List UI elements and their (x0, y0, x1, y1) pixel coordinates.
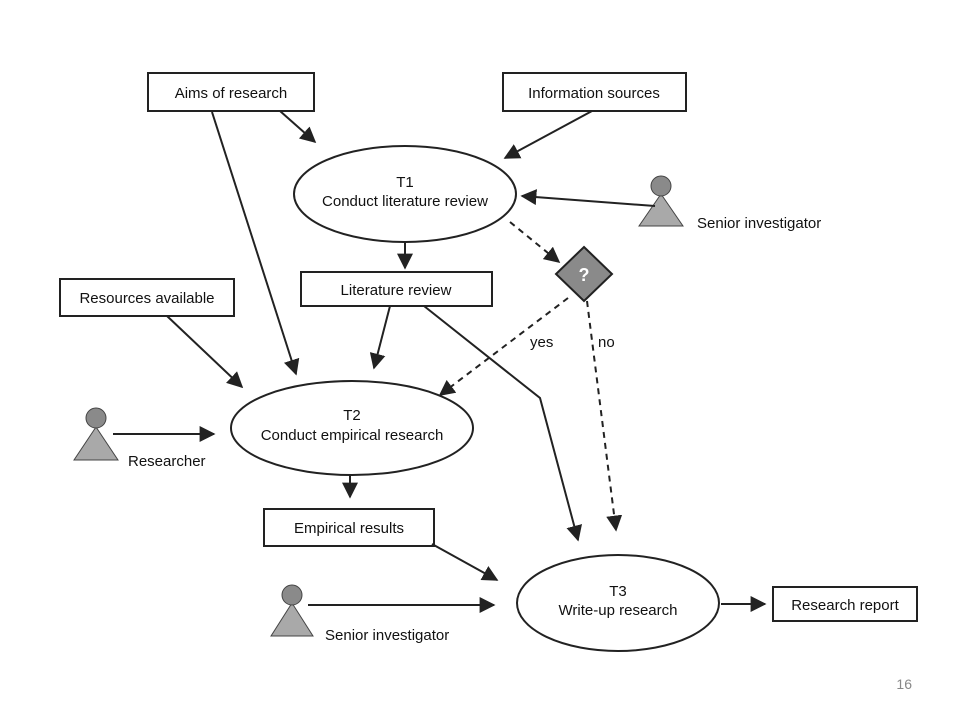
task-t1-id: T1 (396, 174, 414, 191)
research-report-label: Research report (791, 597, 899, 614)
research-report-box: Research report (772, 586, 918, 622)
aims-of-research-label: Aims of research (175, 85, 288, 102)
senior-investigator-1-person-icon (638, 175, 684, 227)
decision-symbol: ? (579, 265, 590, 285)
page-number: 16 (896, 676, 912, 692)
decision-yes-label: yes (530, 334, 553, 351)
information-sources-box: Information sources (502, 72, 687, 112)
empirical-results-box: Empirical results (263, 508, 435, 547)
literature-review-box: Literature review (300, 271, 493, 307)
task-t3-id: T3 (609, 583, 627, 600)
task-t2-name: Conduct empirical research (261, 427, 444, 444)
flow-arrows (113, 110, 767, 613)
aims-of-research-box: Aims of research (147, 72, 315, 112)
senior-investigator-2-label: Senior investigator (325, 627, 449, 644)
decision-no-label: no (598, 334, 615, 351)
task-t1-name: Conduct literature review (322, 193, 488, 210)
resources-available-label: Resources available (79, 290, 214, 307)
literature-review-label: Literature review (341, 282, 452, 299)
task-t3-ellipse: T3 Write-up research (516, 554, 720, 652)
researcher-label: Researcher (128, 453, 206, 470)
task-t1-ellipse: T1 Conduct literature review (293, 145, 517, 243)
empirical-results-label: Empirical results (294, 520, 404, 537)
information-sources-label: Information sources (528, 85, 660, 102)
resources-available-box: Resources available (59, 278, 235, 317)
senior-investigator-2-person-icon (270, 584, 314, 637)
task-t2-ellipse: T2 Conduct empirical research (230, 380, 474, 476)
researcher-person-icon (73, 407, 119, 461)
decision-diamond: ? (554, 245, 614, 303)
senior-investigator-1-label: Senior investigator (697, 215, 821, 232)
task-t3-name: Write-up research (559, 602, 678, 619)
task-t2-id: T2 (343, 407, 361, 424)
decision-arrows (438, 221, 623, 532)
